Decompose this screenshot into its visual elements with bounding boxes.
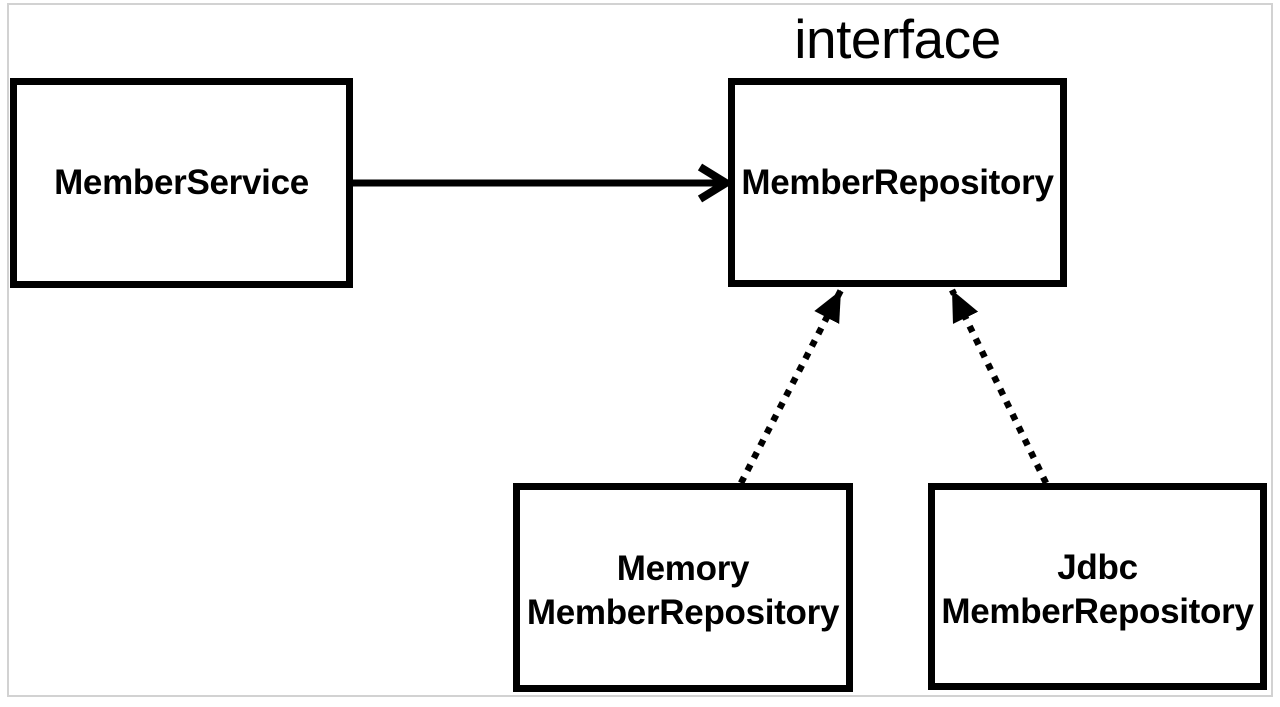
dependency-arrow-service-to-repository xyxy=(353,163,734,203)
member-service-label: MemberService xyxy=(54,163,309,202)
memory-member-repository-box: Memory MemberRepository xyxy=(513,483,853,692)
implements-arrow-memory-to-repository xyxy=(738,288,844,485)
member-repository-label: MemberRepository xyxy=(741,162,1054,202)
memory-member-repository-label-line1: Memory xyxy=(616,548,750,588)
member-repository-box: MemberRepository xyxy=(728,78,1067,287)
jdbc-member-repository-label-line1: Jdbc xyxy=(1057,547,1138,587)
member-service-box: MemberService xyxy=(10,78,353,288)
jdbc-member-repository-label-line2: MemberRepository xyxy=(941,591,1254,631)
jdbc-member-repository-box: Jdbc MemberRepository xyxy=(928,483,1267,690)
implements-arrow-jdbc-to-repository xyxy=(949,288,1049,485)
memory-member-repository-label-line2: MemberRepository xyxy=(526,592,840,632)
interface-label: interface xyxy=(794,8,1001,70)
